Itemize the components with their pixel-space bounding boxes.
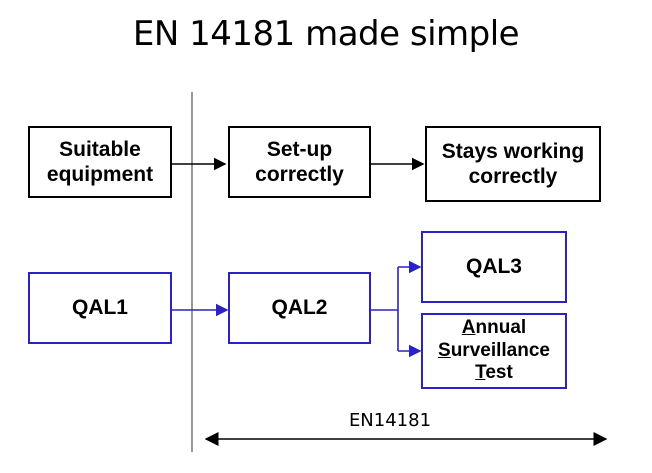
suitable-line-1: Suitable: [59, 137, 141, 161]
stays-line-2: correctly: [468, 165, 558, 188]
annual-surveillance-test-box: Annual Surveillance Test: [421, 313, 567, 389]
stays-line-1: Stays working: [441, 139, 585, 163]
ast-line-1: Annual: [461, 317, 527, 339]
scope-label: EN14181: [348, 410, 432, 431]
suitable-equipment-box: Suitable equipment: [28, 126, 172, 198]
qal3-label: QAL3: [465, 255, 522, 279]
qal1-box: QAL1: [28, 272, 172, 344]
setup-line-2: correctly: [255, 163, 344, 186]
ast-line-3: Test: [475, 362, 513, 384]
suitable-line-2: equipment: [46, 163, 154, 186]
stays-working-box: Stays working correctly: [425, 126, 601, 202]
qal1-label: QAL1: [71, 296, 128, 320]
ast-line-2: Surveillance: [438, 339, 550, 361]
page-title: EN 14181 made simple: [132, 14, 520, 54]
qal3-box: QAL3: [421, 231, 567, 303]
qal2-box: QAL2: [228, 272, 371, 344]
setup-correctly-box: Set-up correctly: [228, 126, 371, 198]
qal2-label: QAL2: [271, 296, 328, 320]
setup-line-1: Set-up: [266, 137, 333, 161]
